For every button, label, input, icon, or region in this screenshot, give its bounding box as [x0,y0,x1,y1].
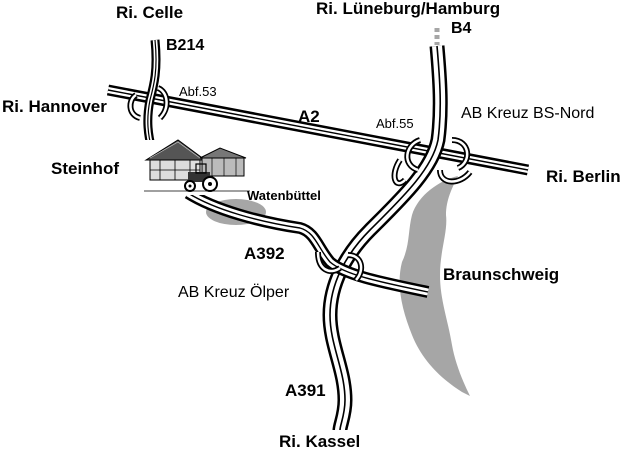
label-ri-celle: Ri. Celle [116,3,184,22]
oelper-interchange [315,251,365,283]
b214-road [143,39,161,152]
label-ri-hannover: Ri. Hannover [2,97,107,116]
label-braunschweig: Braunschweig [443,265,560,284]
label-ab-kreuz-oelper: AB Kreuz Ölper [178,284,290,301]
label-a391: A391 [285,381,326,400]
label-ri-lueneburg-hamburg: Ri. Lüneburg/Hamburg [316,0,501,18]
label-ri-berlin: Ri. Berlin [546,167,621,186]
b4-a391-road [322,45,448,431]
label-ri-kassel: Ri. Kassel [279,432,361,451]
abf53-interchange [127,85,170,121]
label-ab-kreuz-bs-nord: AB Kreuz BS-Nord [461,105,595,122]
label-abf53: Abf.53 [179,84,217,99]
farmhouse-with-tractor-icon [142,139,252,195]
label-b4: B4 [451,20,472,37]
label-steinhof: Steinhof [51,159,119,178]
a392-motorway [184,187,430,298]
label-watenbuettel: Watenbüttel [247,188,321,203]
braunschweig-area [399,176,470,396]
label-a392: A392 [244,244,285,263]
bs-nord-interchange [391,137,473,187]
label-b214: B214 [166,37,205,54]
label-a2: A2 [298,107,320,126]
a2-motorway [106,84,530,176]
label-abf55: Abf.55 [376,116,414,131]
